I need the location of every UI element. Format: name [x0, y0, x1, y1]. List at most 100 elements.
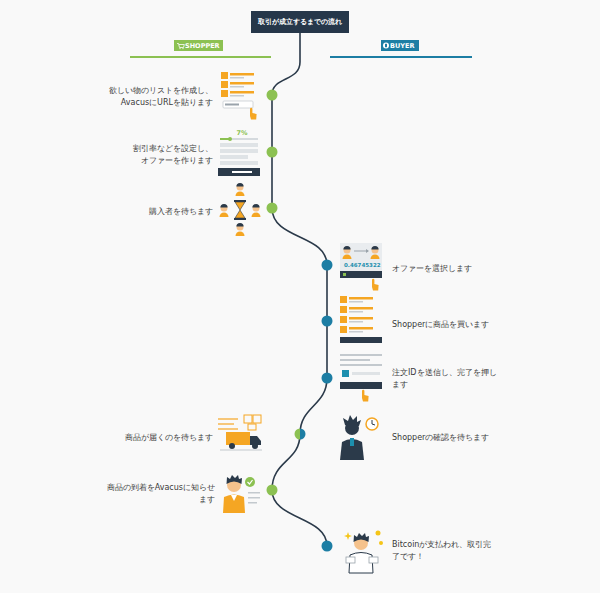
offer-icon: [218, 168, 260, 176]
payment-complete-icon: [379, 541, 383, 545]
wishlist-icon: [230, 77, 244, 79]
wishlist-icon: [230, 73, 254, 76]
purchase-icon: [340, 326, 347, 333]
delivery-truck-icon: [252, 443, 258, 449]
waiting-buyer-icon: [340, 439, 364, 460]
arrival-notice-icon: [245, 477, 255, 487]
cart-icon: [182, 48, 183, 49]
purchase-icon: [349, 327, 373, 330]
timeline-dot: [322, 316, 333, 327]
step-text: 割引率などを設定し、 オファーを作ります: [125, 143, 213, 167]
wishlist-icon: [230, 95, 244, 97]
waiting-icon: [252, 204, 261, 217]
order-id-icon: [340, 364, 382, 366]
delivery-truck-icon: [218, 415, 262, 450]
purchase-icon: [349, 321, 363, 323]
waiting-buyer-icon: [366, 418, 378, 430]
purchase-icon: [340, 296, 382, 343]
arrival-notice-icon: [223, 475, 260, 513]
bitcoin-icon: [383, 43, 389, 49]
delivery-truck-icon: [220, 450, 262, 451]
purchase-icon: [349, 311, 363, 313]
delivery-truck-icon: [226, 432, 250, 445]
offer-icon: [220, 155, 248, 159]
step-text: 商品が届くのを待ちます: [103, 432, 213, 444]
wishlist-icon: [225, 104, 239, 106]
title-text: 取引が成立するまでの流れ: [258, 17, 342, 27]
waiting-icon: [236, 223, 245, 236]
waiting-icon: [220, 204, 229, 217]
select-offer-icon: [340, 243, 382, 271]
select-offer-icon: [343, 273, 346, 276]
buyer-header: BUYER: [381, 40, 419, 51]
step-text: Bitcoinが支払われ、取引完了です！: [392, 539, 492, 563]
wishlist-icon: [221, 72, 228, 79]
purchase-icon: [340, 337, 382, 343]
offer-icon: [220, 138, 258, 140]
wishlist-icon: [221, 81, 228, 88]
title-box: 取引が成立するまでの流れ: [251, 11, 349, 33]
timeline-dot: [267, 90, 278, 101]
waiting-buyer-icon: [372, 420, 373, 424]
cart-icon: [177, 44, 184, 50]
discount-rate: 7%: [232, 128, 252, 139]
step-text: 購入者を待ちます: [113, 206, 213, 218]
order-id-icon: [340, 354, 382, 356]
timeline-dot: [295, 429, 301, 440]
select-offer-icon: [372, 279, 379, 291]
delivery-truck-icon: [244, 415, 252, 423]
waiting-icon: [235, 202, 245, 218]
select-offer-icon: [366, 249, 369, 253]
purchase-icon: [340, 306, 347, 313]
timeline-dot: [267, 203, 278, 214]
order-id-icon: [340, 359, 370, 361]
purchase-icon: [349, 297, 373, 300]
order-id-icon: [342, 370, 349, 377]
shopper-header: SHOPPER: [174, 40, 223, 51]
purchase-icon: [340, 296, 347, 303]
select-offer-icon: [354, 251, 368, 252]
timeline-line: [272, 33, 327, 546]
arrival-notice-icon: [248, 502, 257, 504]
arrival-notice-icon: [231, 495, 237, 501]
timeline-dot: [267, 147, 278, 158]
select-offer-icon: [340, 243, 382, 291]
order-id-icon: [362, 390, 369, 402]
wishlist-icon: [230, 82, 254, 85]
wishlist-icon: [221, 72, 257, 120]
waiting-buyer-icon: [372, 424, 375, 425]
waiting-buyer-icon: [340, 415, 378, 460]
step-text: オファーを選択します: [392, 263, 522, 275]
purchase-icon: [349, 307, 373, 310]
waiting-icon: [234, 200, 246, 202]
select-offer-icon: [343, 246, 352, 259]
purchase-icon: [349, 331, 363, 333]
arrival-notice-icon: [227, 475, 243, 484]
step-text: Shopperの確認を待ちます: [392, 432, 522, 444]
order-id-icon: [340, 382, 382, 389]
delivery-truck-icon: [218, 428, 238, 429]
offer-icon: [220, 149, 258, 153]
offer-icon: [220, 161, 258, 165]
payment-complete-icon: [344, 531, 383, 574]
arrival-notice-icon: [248, 497, 260, 499]
offer-icon: [228, 137, 232, 141]
arrival-notice-icon: [223, 495, 245, 514]
bitcoin-icon: [383, 43, 389, 49]
wishlist-icon: [223, 101, 253, 108]
timeline-dot: [322, 260, 333, 271]
step-text: 欲しい物のリストを作成し、 AvacusにURLを貼ります: [98, 85, 213, 109]
wishlist-icon: [230, 86, 244, 88]
timeline-dot: [267, 485, 278, 496]
select-offer-icon: [371, 246, 380, 259]
delivery-truck-icon: [218, 423, 234, 424]
wishlist-icon: [230, 91, 254, 94]
cart-icon: [177, 44, 184, 48]
payment-complete-icon: [344, 532, 352, 540]
waiting-icon: [234, 218, 246, 220]
purchase-icon: [349, 317, 373, 320]
arrival-notice-icon: [248, 480, 253, 484]
timeline-dot: [322, 373, 333, 384]
